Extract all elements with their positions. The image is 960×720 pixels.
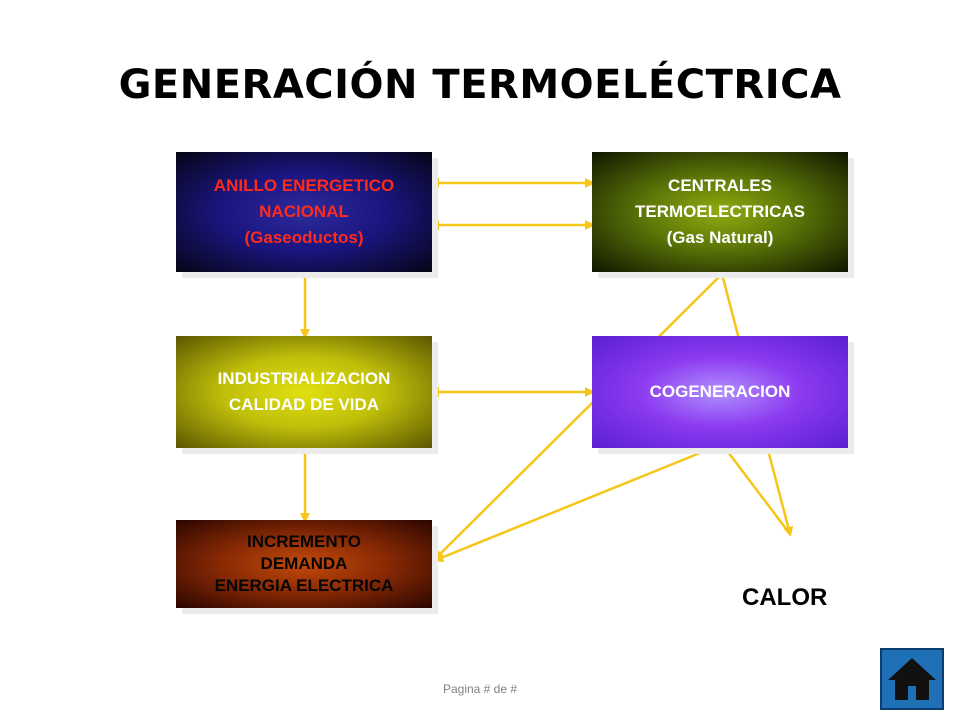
node-industrializacion: INDUSTRIALIZACION CALIDAD DE VIDA [176,336,432,448]
arrow-cogeneracion-incremento [433,442,723,563]
node-centrales-label: CENTRALES TERMOELECTRICAS (Gas Natural) [635,176,805,247]
node-incremento-label: INCREMENTO DEMANDA ENERGIA ELECTRICA [214,532,394,595]
node-centrales-termoelectricas: CENTRALES TERMOELECTRICAS (Gas Natural) [592,152,848,272]
node-industrializacion-label: INDUSTRIALIZACION CALIDAD DE VIDA [217,369,391,414]
page-title: GENERACIÓN TERMOELÉCTRICA [118,62,842,108]
home-button[interactable] [880,648,944,710]
node-cogeneracion-label: COGENERACION [649,382,791,401]
calor-label: CALOR [742,584,828,611]
arrow-cogeneracion-calor [721,443,791,535]
node-cogeneracion: COGENERACION [592,336,848,448]
arrow-centrales-incremento [433,273,723,561]
home-icon [888,658,936,700]
node-anillo-energetico: ANILLO ENERGETICO NACIONAL (Gaseoductos) [176,152,432,272]
node-incremento-demanda: INCREMENTO DEMANDA ENERGIA ELECTRICA [176,520,432,608]
page-footer: Pagina # de # [442,682,518,696]
node-anillo-label: ANILLO ENERGETICO NACIONAL (Gaseoductos) [213,176,395,247]
